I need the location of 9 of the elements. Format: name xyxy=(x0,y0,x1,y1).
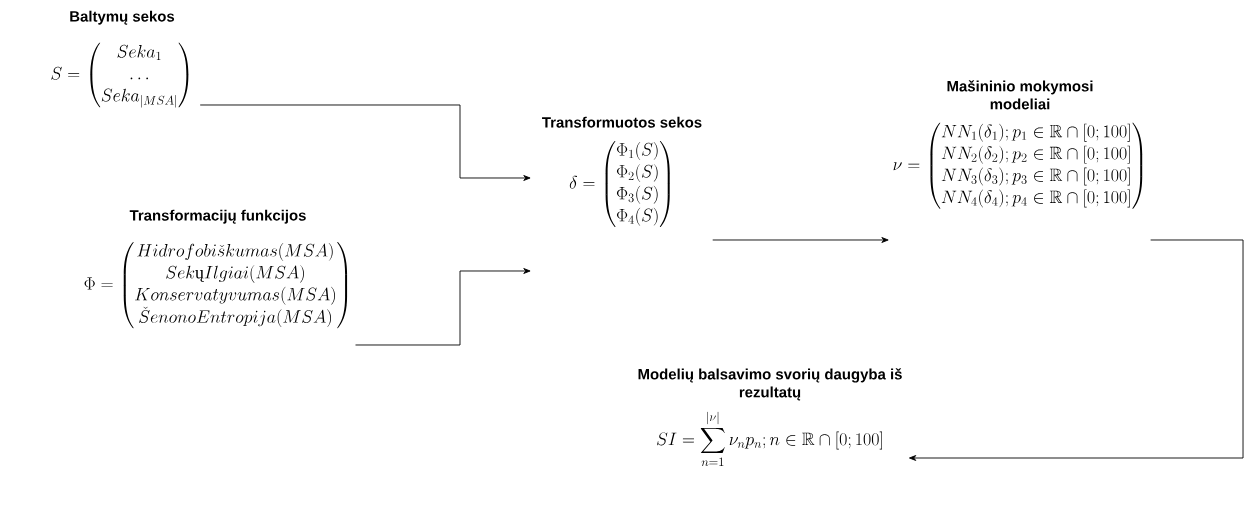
arrow xyxy=(355,268,531,346)
equation: Modelių balsavimo svorių daugyba iš rezultatų $SI = \sum_{n=1}^{|\nu|} \nu_n p_n; n \in \mathbb{R} \cap [0; 100]$ xyxy=(638,368,902,467)
equation: Transformuotos sekos $\delta = \begin{pmatrix} \Phi_1(S) \\ \Phi_2(S) \\ \Phi_3(S) \\ \Phi_4(S) \end{pmatrix}$ xyxy=(542,116,702,227)
equation: Transformacijų funkcijos $\Phi = \begin{pmatrix} Hidrofobi\check{s}kumas(MSA) \\ Sek\text{\serifit ų}Ilgiai(MSA) \\ Konservatyvumas(MSA) \\ \check{S}enonoEntropija(MSA) \end{pmatrix}$ xyxy=(84,209,348,329)
arrow xyxy=(909,239,1244,461)
equation: Mašininio mokymosi modeliai $\nu = \begin{pmatrix} NN_1(\delta_1); p_1 \in \mathbb{R} \cap [0; 100] \\ NN_2(\delta_2); p_2 \in \mathbb{R} \cap [0; 100] \\ NN_3(\delta_3); p_3 \in \mathbb{R} \cap [0; 100] \\ NN_4(\delta_4); p_4 \in \mathbb{R} \cap [0; 100] \end{pmatrix}$ xyxy=(893,80,1143,209)
equation: Baltymų sekos $S = \begin{pmatrix} Seka_1 \\ \dots \\ Seka_{|MSA|} \end{pmatrix}$ xyxy=(51,10,189,108)
arrow xyxy=(712,237,889,243)
arrow xyxy=(199,104,531,181)
